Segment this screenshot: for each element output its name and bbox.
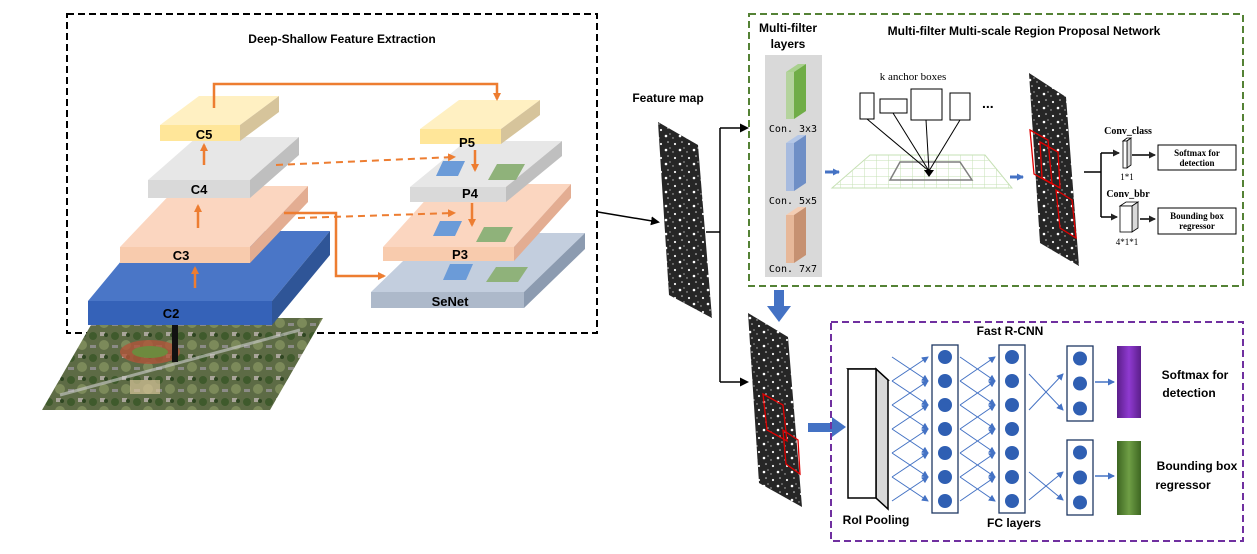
- filters-title-line2: layers: [771, 37, 806, 51]
- rcnn-proposal-boxes: [762, 392, 801, 476]
- rcnn-softmax-line1: Softmax for: [1162, 368, 1229, 382]
- fc-neuron: [1073, 401, 1087, 416]
- fc-neuron: [938, 470, 952, 484]
- anchor-center-marker: [924, 170, 934, 177]
- fc-neuron: [1073, 351, 1087, 366]
- fc-neuron: [938, 374, 952, 388]
- c5-label: C5: [196, 127, 213, 142]
- fc-neuron: [938, 350, 952, 364]
- anchor-grid-center: [888, 161, 974, 181]
- conv-class-label: Conv_class: [1104, 126, 1152, 137]
- fast-rcnn-title: Fast R-CNN: [977, 324, 1044, 338]
- fc-layers-label: FC layers: [987, 516, 1041, 530]
- anchor-lines: [866, 112, 961, 172]
- filter-3x3-block: [786, 64, 806, 119]
- anchor-boxes-label: k anchor boxes: [880, 71, 947, 83]
- input-aerial-image: [42, 318, 323, 410]
- arrow-c3-senet: [284, 211, 386, 280]
- arrows-fc2-to-heads: [1028, 373, 1064, 501]
- rpn-title: Multi-filter Multi-scale Region Proposal…: [888, 24, 1161, 38]
- roi-pooling-label: RoI Pooling: [843, 513, 910, 527]
- rpn-to-rcnn-arrow: [767, 290, 791, 322]
- senet-label: SeNet: [432, 294, 470, 309]
- fc-neuron: [938, 398, 952, 412]
- p4-label: P4: [462, 186, 479, 201]
- filter-7x7-label: Con. 7x7: [769, 264, 817, 275]
- feature-map-image: [658, 122, 712, 318]
- conv-bbr-block: [1118, 201, 1140, 233]
- c3-block: [120, 186, 308, 263]
- fc-neuron: [938, 446, 952, 460]
- c4-label: C4: [191, 182, 208, 197]
- conv-class-block: [1121, 137, 1133, 169]
- feature-extraction-frame: [66, 13, 598, 334]
- fast-rcnn-frame: [830, 321, 1244, 542]
- fc-neuron: [1073, 445, 1087, 460]
- c4-block: [148, 137, 299, 198]
- anchor-ellipsis: ...: [982, 95, 994, 111]
- rpn-softmax-line1: Softmax for: [1174, 148, 1220, 158]
- fc-neuron: [1073, 470, 1087, 485]
- conv-bbr-size: 4*1*1: [1116, 237, 1139, 247]
- rpn-softmax-box: [1157, 144, 1237, 171]
- c3-label: C3: [173, 248, 190, 263]
- arrow-c3-p3: [297, 209, 456, 219]
- c2-block: [88, 231, 330, 325]
- fc-neuron: [1005, 422, 1019, 436]
- arrow-left-to-feature-map: [597, 211, 660, 226]
- conv-bbr-label: Conv_bbr: [1106, 189, 1150, 200]
- roi-pooling-block: [846, 367, 890, 511]
- fc-neuron: [1005, 494, 1019, 508]
- rpn-proposal-boxes: [1029, 128, 1077, 240]
- filter-5x5-block: [786, 135, 806, 191]
- arrows-roi-to-fc1: [891, 356, 929, 502]
- filters-title-line1: Multi-filter: [759, 21, 817, 35]
- fc-neuron: [1005, 446, 1019, 460]
- rpn-feature-map: [1029, 73, 1079, 266]
- rcnn-softmax-line2: detection: [1162, 386, 1215, 400]
- rpn-bbox-line2: regressor: [1179, 221, 1215, 231]
- fc-neuron: [938, 494, 952, 508]
- rpn-bbox-line1: Bounding box: [1170, 211, 1224, 221]
- rpn-bbox-box: [1157, 207, 1237, 235]
- rcnn-bbox-line1: Bounding box: [1157, 459, 1238, 473]
- rpn-softmax-line2: detection: [1180, 158, 1215, 168]
- p4-block: [410, 141, 562, 202]
- input-connector: [172, 322, 178, 362]
- arrows-fc1-to-fc2: [959, 356, 996, 502]
- filter-7x7-block: [786, 207, 806, 263]
- p5-block: [420, 100, 540, 144]
- anchor-boxes: [859, 88, 971, 121]
- fc-neuron: [1005, 470, 1019, 484]
- rpn-frame: [748, 13, 1244, 287]
- arrow-map-to-roi: [808, 417, 846, 437]
- p3-label: P3: [452, 247, 468, 262]
- filter-5x5-label: Con. 5x5: [769, 196, 817, 207]
- filter-3x3-label: Con. 3x3: [769, 124, 817, 135]
- fc-neuron: [1005, 374, 1019, 388]
- feature-map-label: Feature map: [632, 91, 703, 105]
- p5-label: P5: [459, 135, 475, 150]
- fc-neuron: [1005, 350, 1019, 364]
- fc-neuron: [938, 422, 952, 436]
- fc-neuron: [1073, 376, 1087, 391]
- c2-label: C2: [163, 306, 180, 321]
- arrow-c4-p4: [275, 153, 456, 166]
- c5-block: [160, 96, 279, 141]
- feature-extraction-title: Deep-Shallow Feature Extraction: [248, 32, 435, 46]
- fc-neuron: [1005, 398, 1019, 412]
- rcnn-bbox-bar: [1117, 441, 1141, 515]
- rcnn-feature-map: [748, 313, 802, 507]
- arrow-c5-p5: [212, 82, 501, 108]
- conv-class-size: 1*1: [1120, 172, 1134, 182]
- rcnn-bbox-line2: regressor: [1155, 478, 1211, 492]
- fc-neuron: [1073, 495, 1087, 510]
- rcnn-softmax-bar: [1117, 346, 1141, 418]
